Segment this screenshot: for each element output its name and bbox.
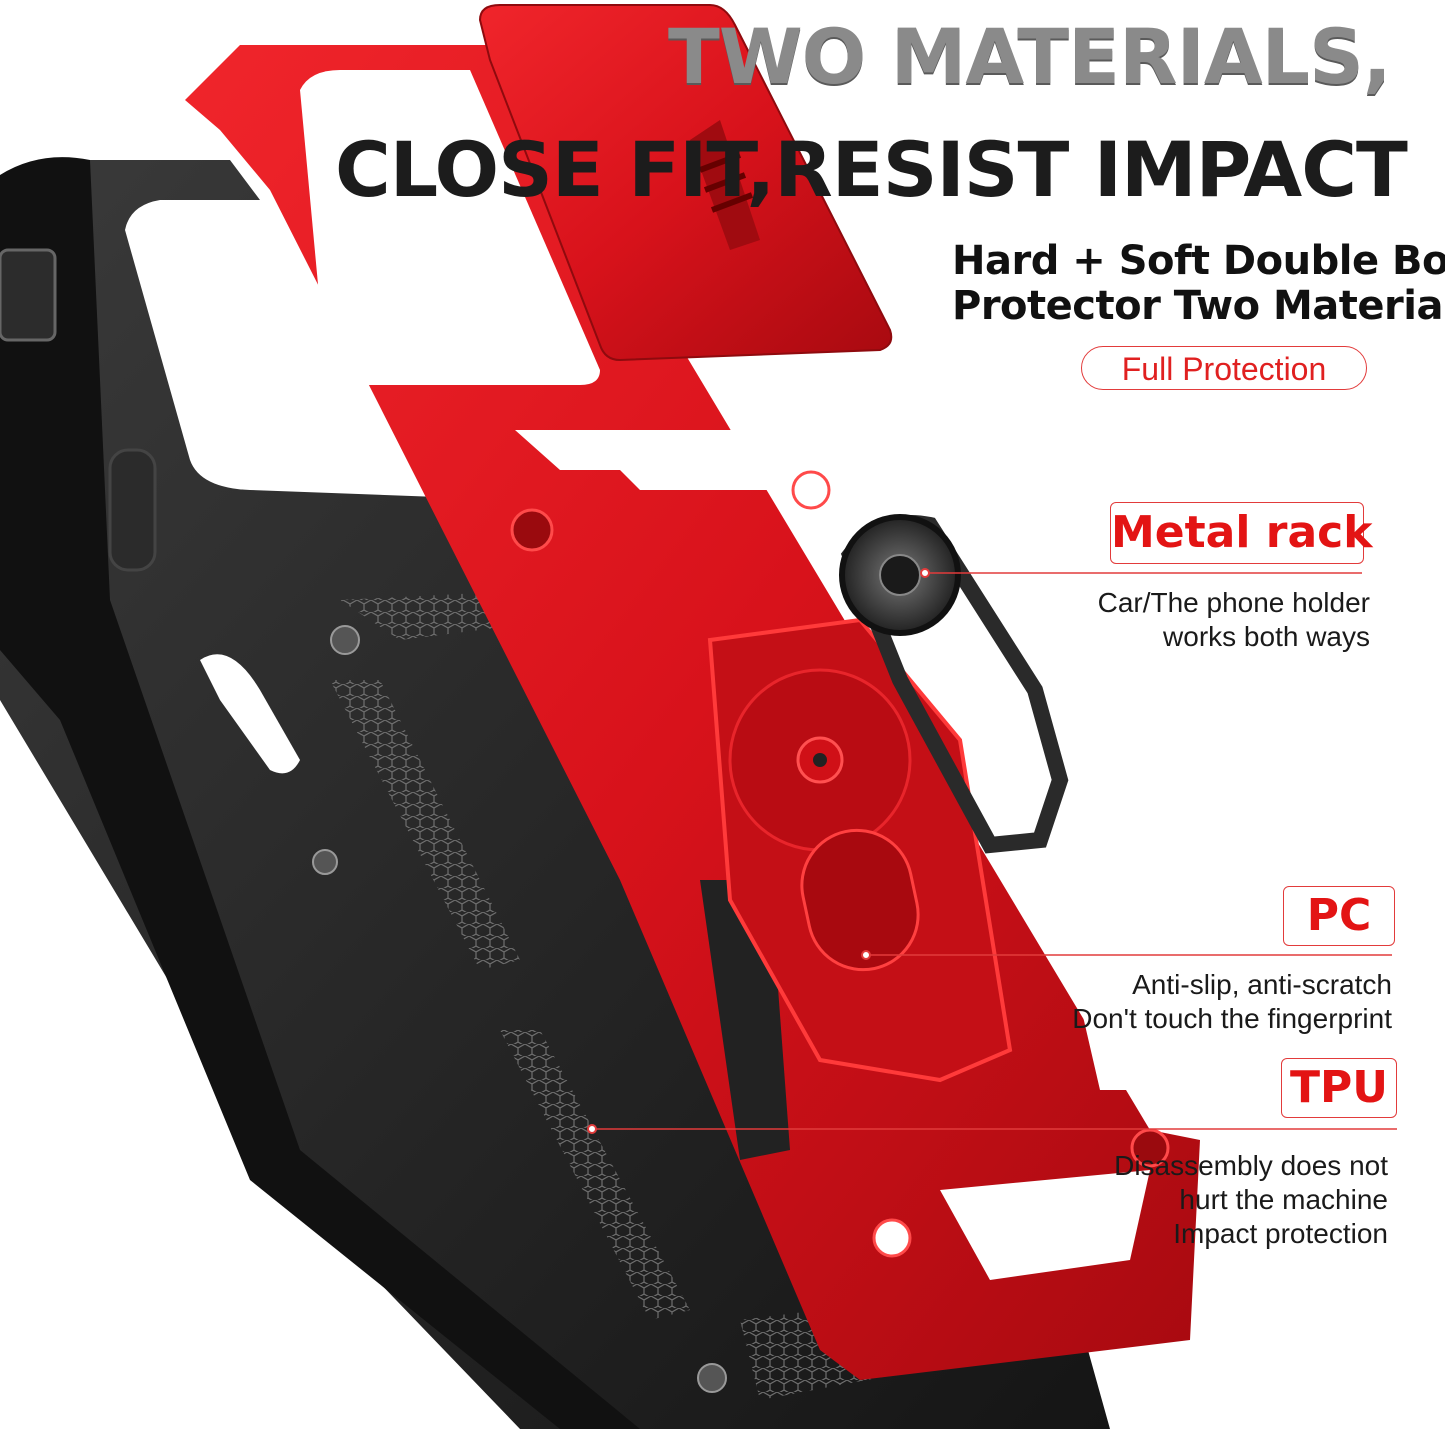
pc-desc-line-1: Anti-slip, anti-scratch [1132,969,1392,1000]
camera-slider-icon [478,4,893,362]
headline-line-2: CLOSE FIT,RESIST IMPACT [335,125,1408,214]
ring-holder-icon [839,514,1069,854]
pc-description: Anti-slip, anti-scratch Don't touch the … [1072,968,1392,1036]
callout-lines [587,568,1397,1134]
tpu-desc-line-1: Disassembly does not [1114,1150,1388,1181]
metal-rack-desc-line-2: works both ways [1163,621,1370,652]
headline-line-1: TWO MATERIALS, [668,12,1392,101]
metal-rack-desc-line-1: Car/The phone holder [1097,587,1370,618]
tpu-tag: TPU [1281,1058,1397,1118]
subheading-line-2: Protector Two Materials [952,283,1445,329]
tpu-desc-line-3: Impact protection [1173,1218,1388,1249]
pc-tag: PC [1283,886,1395,946]
metal-rack-description: Car/The phone holder works both ways [1098,586,1370,654]
tpu-desc-line-2: hurt the machine [1179,1184,1388,1215]
full-protection-badge: Full Protection [1081,346,1367,390]
metal-rack-tag: Metal rack [1110,502,1373,564]
tpu-description: Disassembly does not hurt the machine Im… [1114,1149,1388,1251]
subheading-line-1: Hard + Soft Double Body [952,238,1445,284]
pc-desc-line-2: Don't touch the fingerprint [1072,1003,1392,1034]
pc-frame [185,45,1200,1380]
